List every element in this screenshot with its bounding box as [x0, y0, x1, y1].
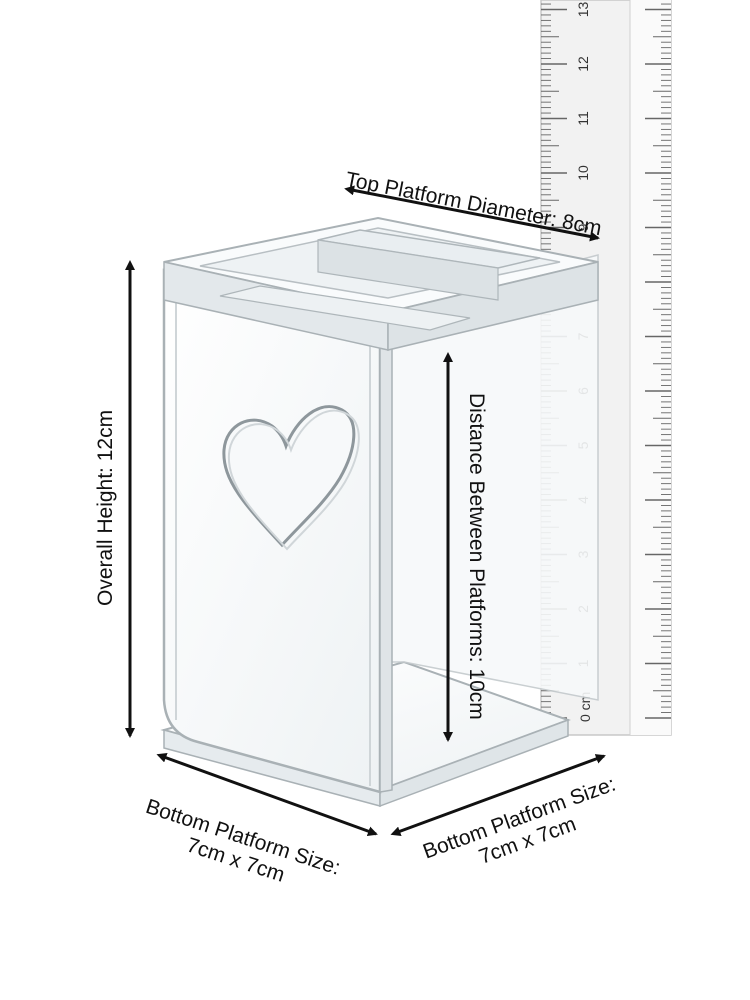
ruler-number: 13 [575, 2, 591, 18]
dimension-arrows [125, 185, 606, 836]
acrylic-stand [160, 216, 599, 808]
overall-height-label: Overall Height: 12cm [94, 409, 117, 606]
bottom-left-arrow [156, 752, 378, 836]
heart-cutout [222, 405, 356, 548]
ruler-number: 11 [575, 111, 591, 126]
ruler-unit-label: 0 cm [577, 692, 593, 722]
ruler-number: 12 [575, 56, 591, 72]
top-diameter-arrow [344, 185, 600, 242]
distance-between-label: Distance Between Platforms: 10cm [465, 393, 488, 720]
ruler-number: 10 [575, 165, 591, 181]
ruler-numbers: 0 cm1234567891011121314 [575, 2, 593, 722]
bottom-right-arrow [390, 754, 606, 836]
